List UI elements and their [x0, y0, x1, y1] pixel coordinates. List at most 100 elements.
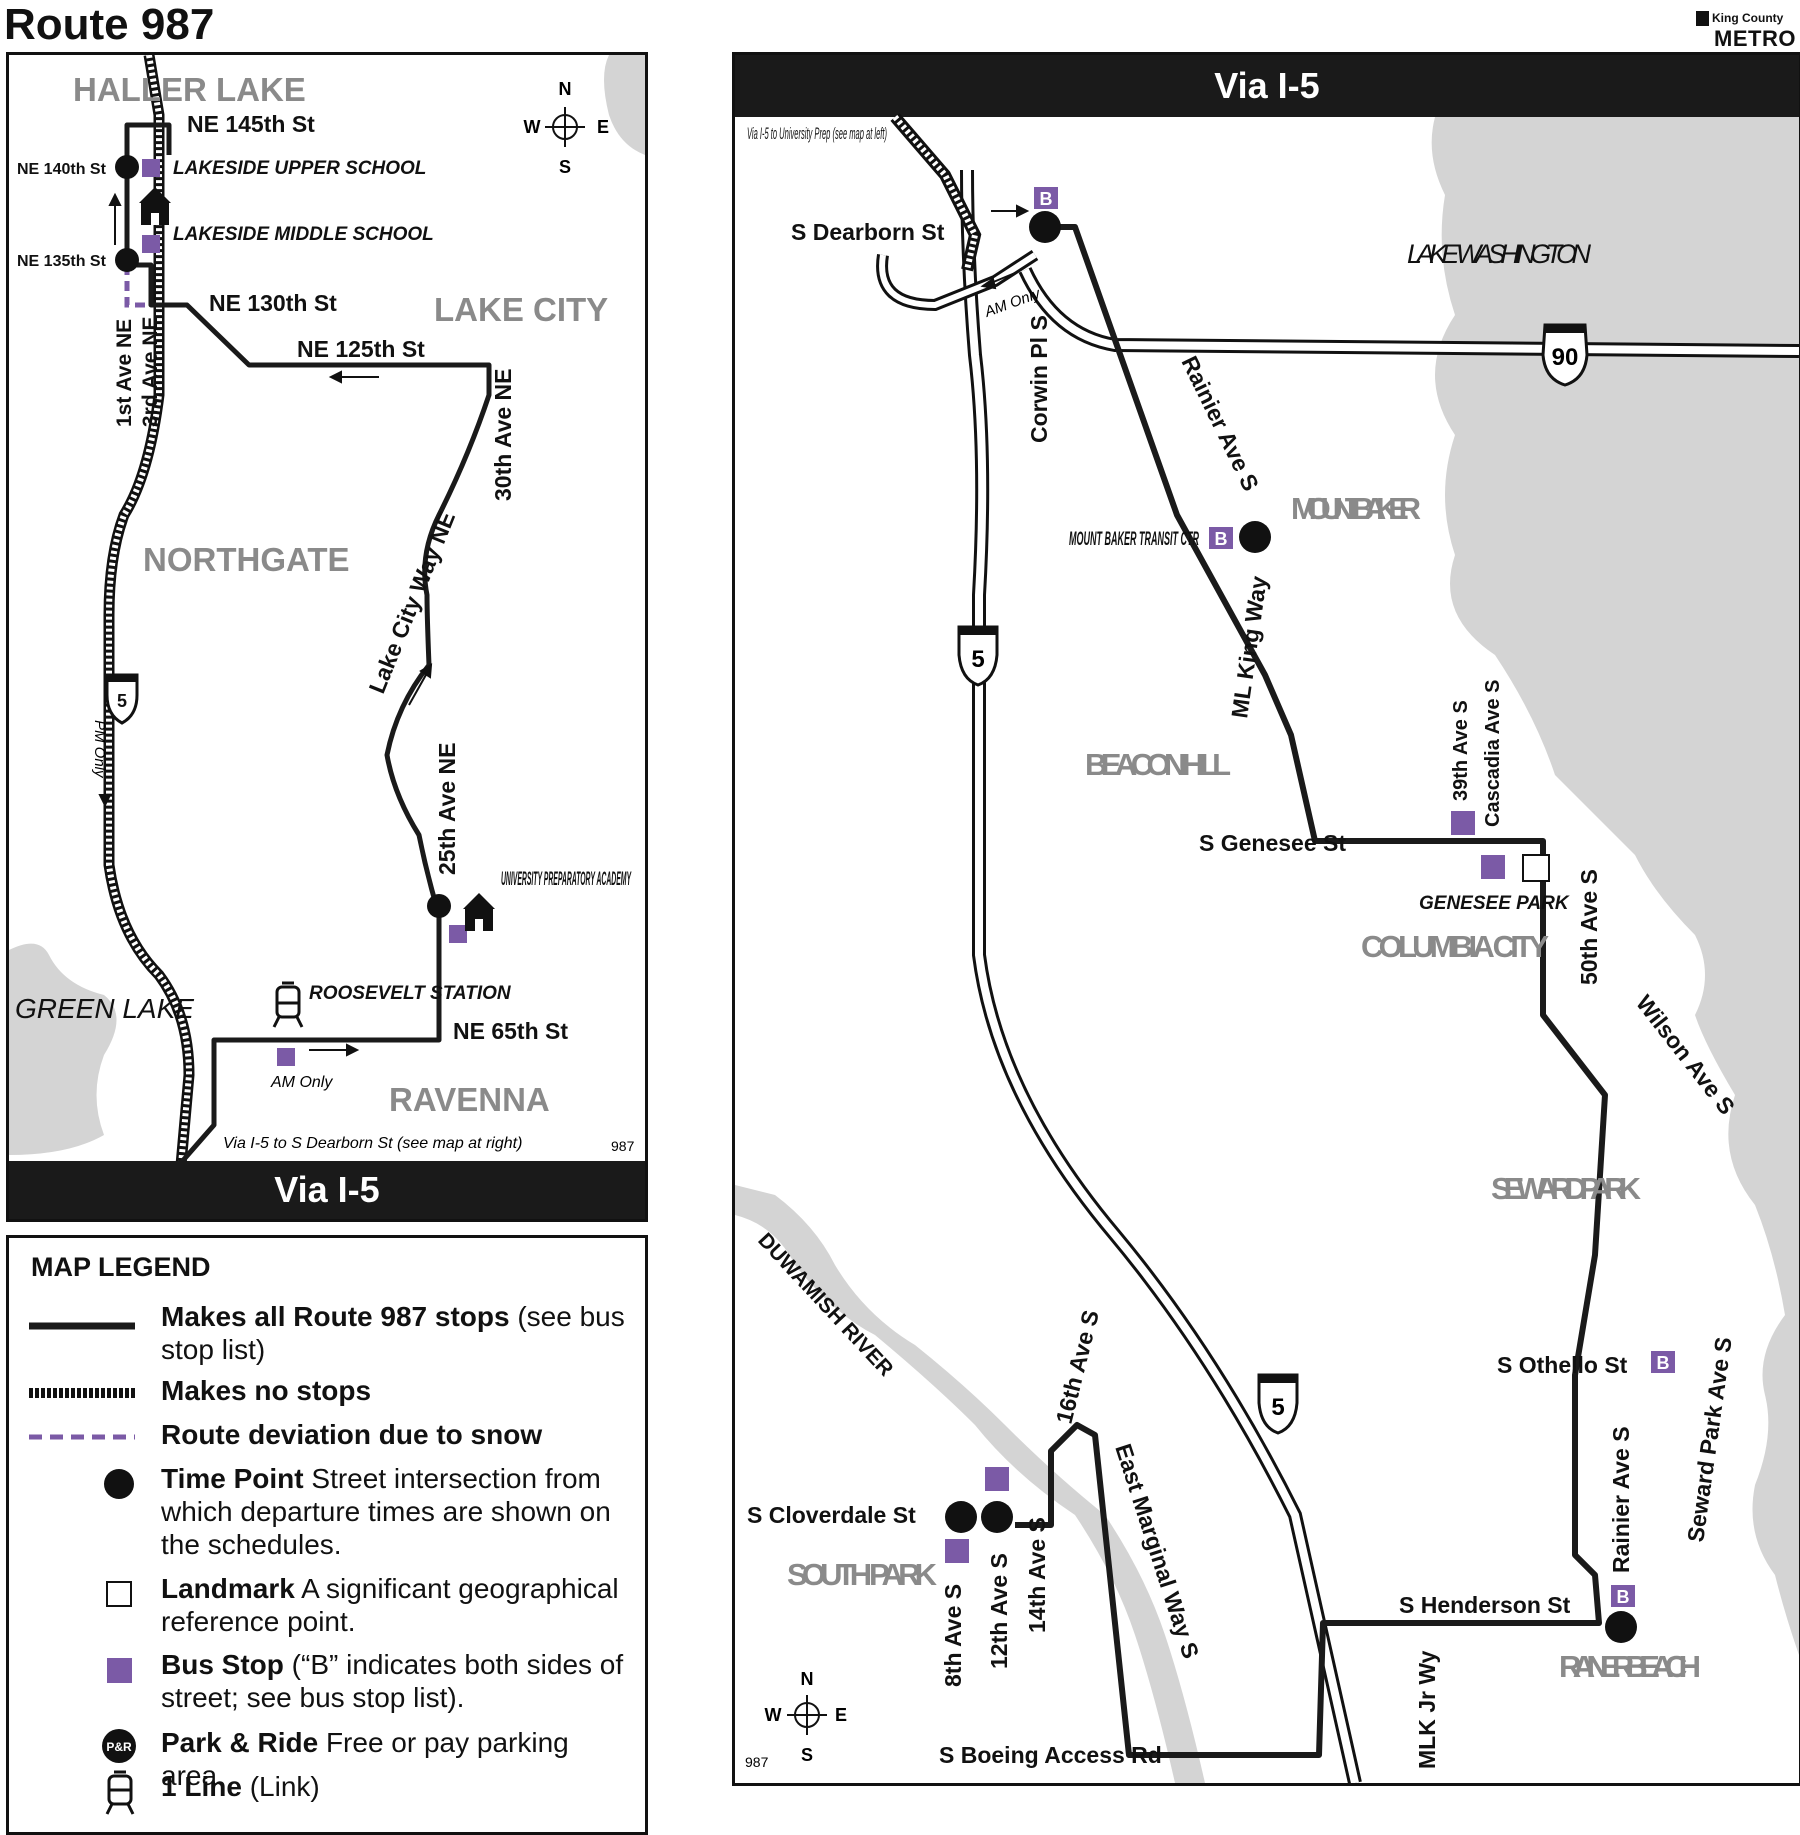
landmark-genesee-park: GENESEE PARK [1419, 893, 1570, 914]
time-point-ne-135th [115, 248, 139, 272]
street-8th: 8th Ave S [940, 1584, 966, 1687]
svg-text:E: E [835, 1705, 847, 1725]
south-map-banner: Via I-5 [735, 55, 1799, 117]
map-legend: MAP LEGEND Makes all Route 987 stops (se… [6, 1235, 648, 1835]
water-haller-top [604, 55, 645, 155]
compass-south-map: N S W E [765, 1669, 848, 1765]
i5-shield-north: 5 [105, 673, 139, 725]
water-label-lake-washington: LAKE WASHINGTON [1407, 239, 1592, 269]
time-point-s-cloverdale-12th [981, 1501, 1013, 1533]
street-rainier-south: Rainier Ave S [1608, 1426, 1634, 1573]
street-s-genesee: S Genesee St [1199, 830, 1346, 856]
north-map-canvas: 5 N S W E HALLER LAKE LAKE CITY NORTHGAT… [9, 55, 645, 1219]
svg-text:W: W [524, 117, 541, 137]
svg-text:B: B [1617, 1587, 1630, 1607]
south-map: Via I-5 B [732, 52, 1800, 1786]
street-s-cloverdale: S Cloverdale St [747, 1502, 916, 1528]
legend-item-landmark: Landmark A significant geographical refe… [9, 1570, 639, 1642]
svg-text:E: E [597, 117, 609, 137]
agency-small-label: King County [1712, 11, 1784, 25]
legend-item-bus-stop: Bus Stop (“B” indicates both sides of st… [9, 1646, 639, 1718]
street-ne-125th: NE 125th St [297, 336, 425, 362]
bus-stop-lakeside-middle [142, 235, 160, 253]
neighborhood-beacon-hill: BEACON HILL [1085, 747, 1231, 782]
street-rainier: Rainier Ave S [1177, 352, 1265, 495]
street-25th-ave: 25th Ave NE [434, 742, 460, 875]
school-icon-university-prep [463, 893, 495, 931]
legend-park-ride-icon: P&R [102, 1729, 136, 1763]
svg-text:N: N [559, 79, 572, 99]
neighborhood-northgate: NORTHGATE [143, 541, 350, 578]
legend-solid-line-icon [29, 1322, 135, 1330]
neighborhood-ravenna: RAVENNA [389, 1081, 550, 1118]
note-via-dearborn: Via I-5 to S Dearborn St (see map at rig… [223, 1135, 522, 1152]
water-lake-washington [1431, 117, 1799, 1655]
landmark-lakeside-middle: LAKESIDE MIDDLE SCHOOL [173, 224, 434, 245]
time-point-rainier-beach [1605, 1611, 1637, 1643]
svg-text:S: S [559, 157, 571, 177]
street-ne-140th: NE 140th St [17, 161, 107, 178]
time-point-ne-140th [115, 155, 139, 179]
legend-item-time-point: Time Point Street intersection from whic… [9, 1460, 639, 1564]
legend-item-park-and-ride: P&R Park & Ride Free or pay parking area… [9, 1724, 639, 1791]
svg-text:S: S [801, 1745, 813, 1765]
street-ne-65th: NE 65th St [453, 1018, 568, 1044]
street-3rd-ave: 3rd Ave NE [139, 317, 162, 428]
svg-text:P&R: P&R [106, 1740, 132, 1754]
street-12th: 12th Ave S [986, 1553, 1012, 1669]
bus-stop-roosevelt [277, 1048, 295, 1066]
legend-bus-stop-icon [107, 1658, 132, 1683]
neighborhood-lake-city: LAKE CITY [434, 291, 608, 328]
street-ml-king: ML King Way [1226, 574, 1272, 720]
landmark-lakeside-upper: LAKESIDE UPPER SCHOOL [173, 158, 426, 179]
water-green-lake [9, 943, 117, 1155]
street-ne-130th: NE 130th St [209, 290, 337, 316]
legend-title: MAP LEGEND [31, 1252, 211, 1282]
route-987-north-path [124, 122, 492, 1167]
legend-item-all-stops: Makes all Route 987 stops (see bus stop … [9, 1298, 639, 1368]
neighborhood-haller-lake: HALLER LAKE [73, 71, 306, 108]
landmark-university-prep: UNIVERSITY PREPARATORY ACADEMY [501, 869, 632, 890]
neighborhood-mount-baker: MOUNT BAKER [1291, 491, 1421, 526]
time-point-mount-baker [1239, 521, 1271, 553]
street-16th: 16th Ave S [1051, 1307, 1104, 1426]
legend-landmark-icon [106, 1581, 132, 1607]
street-39th: 39th Ave S [1450, 700, 1472, 801]
light-rail-icon-roosevelt [272, 981, 304, 1028]
street-lake-city-way: Lake City Way NE [364, 508, 461, 697]
note-pm-only: PM Only [91, 720, 108, 779]
street-30th-ave: 30th Ave NE [490, 368, 516, 501]
bus-stop-university-prep [449, 925, 467, 943]
time-point-university-prep [427, 894, 451, 918]
street-corwin: Corwin Pl S [1026, 315, 1052, 443]
north-map-banner: Via I-5 [9, 1161, 645, 1219]
street-seward-park-ave: Seward Park Ave S [1682, 1335, 1737, 1543]
bus-stop-39th-genesee [1451, 811, 1475, 835]
street-50th: 50th Ave S [1576, 869, 1602, 985]
time-point-s-cloverdale-8th [945, 1501, 977, 1533]
note-via-university-prep: Via I-5 to University Prep (see map at l… [747, 124, 887, 143]
neighborhood-rainier-beach: RAINIER BEACH [1559, 1649, 1701, 1684]
metro-logo-mark-icon [1696, 11, 1709, 26]
snow-deviation-path [124, 265, 151, 308]
bus-stop-b-mount-baker: B [1209, 527, 1233, 549]
legend-item-1-line: 1 Line (Link) [9, 1768, 639, 1818]
landmark-marker-genesee-park [1522, 854, 1550, 882]
school-icon-lakeside [139, 187, 171, 225]
bus-stop-b-dearborn: B [1034, 187, 1058, 209]
bus-stop-genesee-park [1481, 855, 1505, 879]
svg-text:B: B [1215, 529, 1228, 549]
bus-stop-cloverdale-south [945, 1539, 969, 1563]
neighborhood-seward-park: SEWARD PARK [1491, 1171, 1642, 1206]
landmark-roosevelt: ROOSEVELT STATION [309, 983, 512, 1004]
route-title: Route 987 [4, 0, 215, 49]
street-s-dearborn: S Dearborn St [791, 219, 945, 245]
note-am-only: AM Only [270, 1074, 333, 1091]
legend-time-point-icon [104, 1469, 134, 1499]
legend-item-snow-deviation: Route deviation due to snow [9, 1416, 639, 1456]
svg-text:W: W [765, 1705, 782, 1725]
svg-text:B: B [1040, 189, 1053, 209]
bus-stop-b-rainier-beach: B [1611, 1585, 1635, 1607]
time-point-s-dearborn [1029, 211, 1061, 243]
street-ne-135th: NE 135th St [17, 253, 107, 270]
